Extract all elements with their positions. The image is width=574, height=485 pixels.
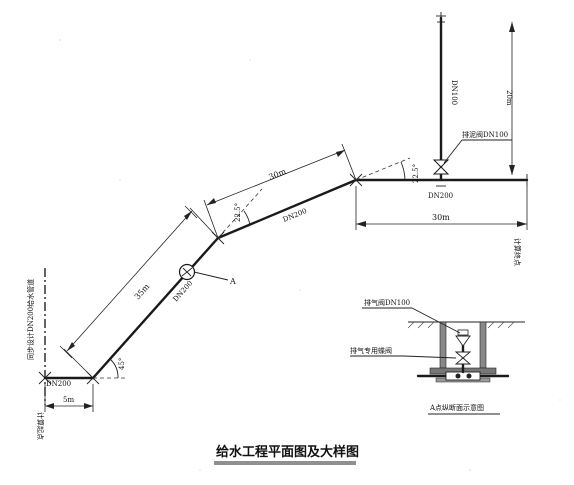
start-pipe-label: DN200 <box>46 380 71 388</box>
node-pipe-label: DN200 <box>428 192 453 200</box>
dim-seg1-label: 35m <box>133 282 152 302</box>
existing-pipe-label: 同步设计DN200给水管道 <box>26 279 35 360</box>
angle-ref-mid <box>217 188 263 239</box>
scan-specks <box>29 39 561 471</box>
angle-ref-end <box>355 157 411 181</box>
dim-branch-height <box>509 22 515 175</box>
detail-caption: A点纵断面示意图 <box>429 403 484 412</box>
dim-seg3-label: 30m <box>432 213 450 222</box>
dim-seg2 <box>203 143 357 239</box>
dim-start-offset-label: 5m <box>63 396 74 404</box>
butterfly-label: 排气专用蝶阀 <box>350 346 392 355</box>
butterfly-leader <box>403 355 457 359</box>
angle-label-mid: 22.5° <box>234 203 242 222</box>
dim-seg2-label: 30m <box>267 167 287 182</box>
angle-arc-end <box>400 161 406 181</box>
point-a-label: A <box>229 277 236 286</box>
valve-callout-leader <box>443 139 463 164</box>
air-valve-label: 排气阀DN100 <box>364 298 410 307</box>
main-pipe <box>43 178 529 380</box>
detail-section <box>407 321 525 383</box>
start-calc-label: 计算起点 <box>36 412 45 440</box>
end-calc-label: 计算终点 <box>513 238 522 266</box>
angle-arc-mid <box>243 210 251 226</box>
dim-branch-height-label: 20m <box>505 90 513 106</box>
branch-top-arrow <box>436 12 446 26</box>
dim-seg1 <box>59 205 219 379</box>
pipe-nodes <box>38 173 363 385</box>
drawing-title: 给水工程平面图及大样图 <box>216 444 359 460</box>
seg1-pipe-label: DN200 <box>172 279 195 303</box>
angle-label-start: 45° <box>118 358 126 370</box>
valve-callout-label: 排泥阀DN100 <box>462 130 508 139</box>
junction-valve <box>432 159 450 187</box>
angle-label-end: 22.5° <box>412 164 420 183</box>
dim-start-offset <box>44 384 94 412</box>
angle-arc-start <box>109 358 119 379</box>
dim-seg3 <box>355 186 528 230</box>
point-a-marker: A <box>178 263 236 286</box>
branch-pipe-label: DN100 <box>450 80 458 105</box>
node-start <box>38 371 52 385</box>
air-valve-leader <box>411 307 461 334</box>
